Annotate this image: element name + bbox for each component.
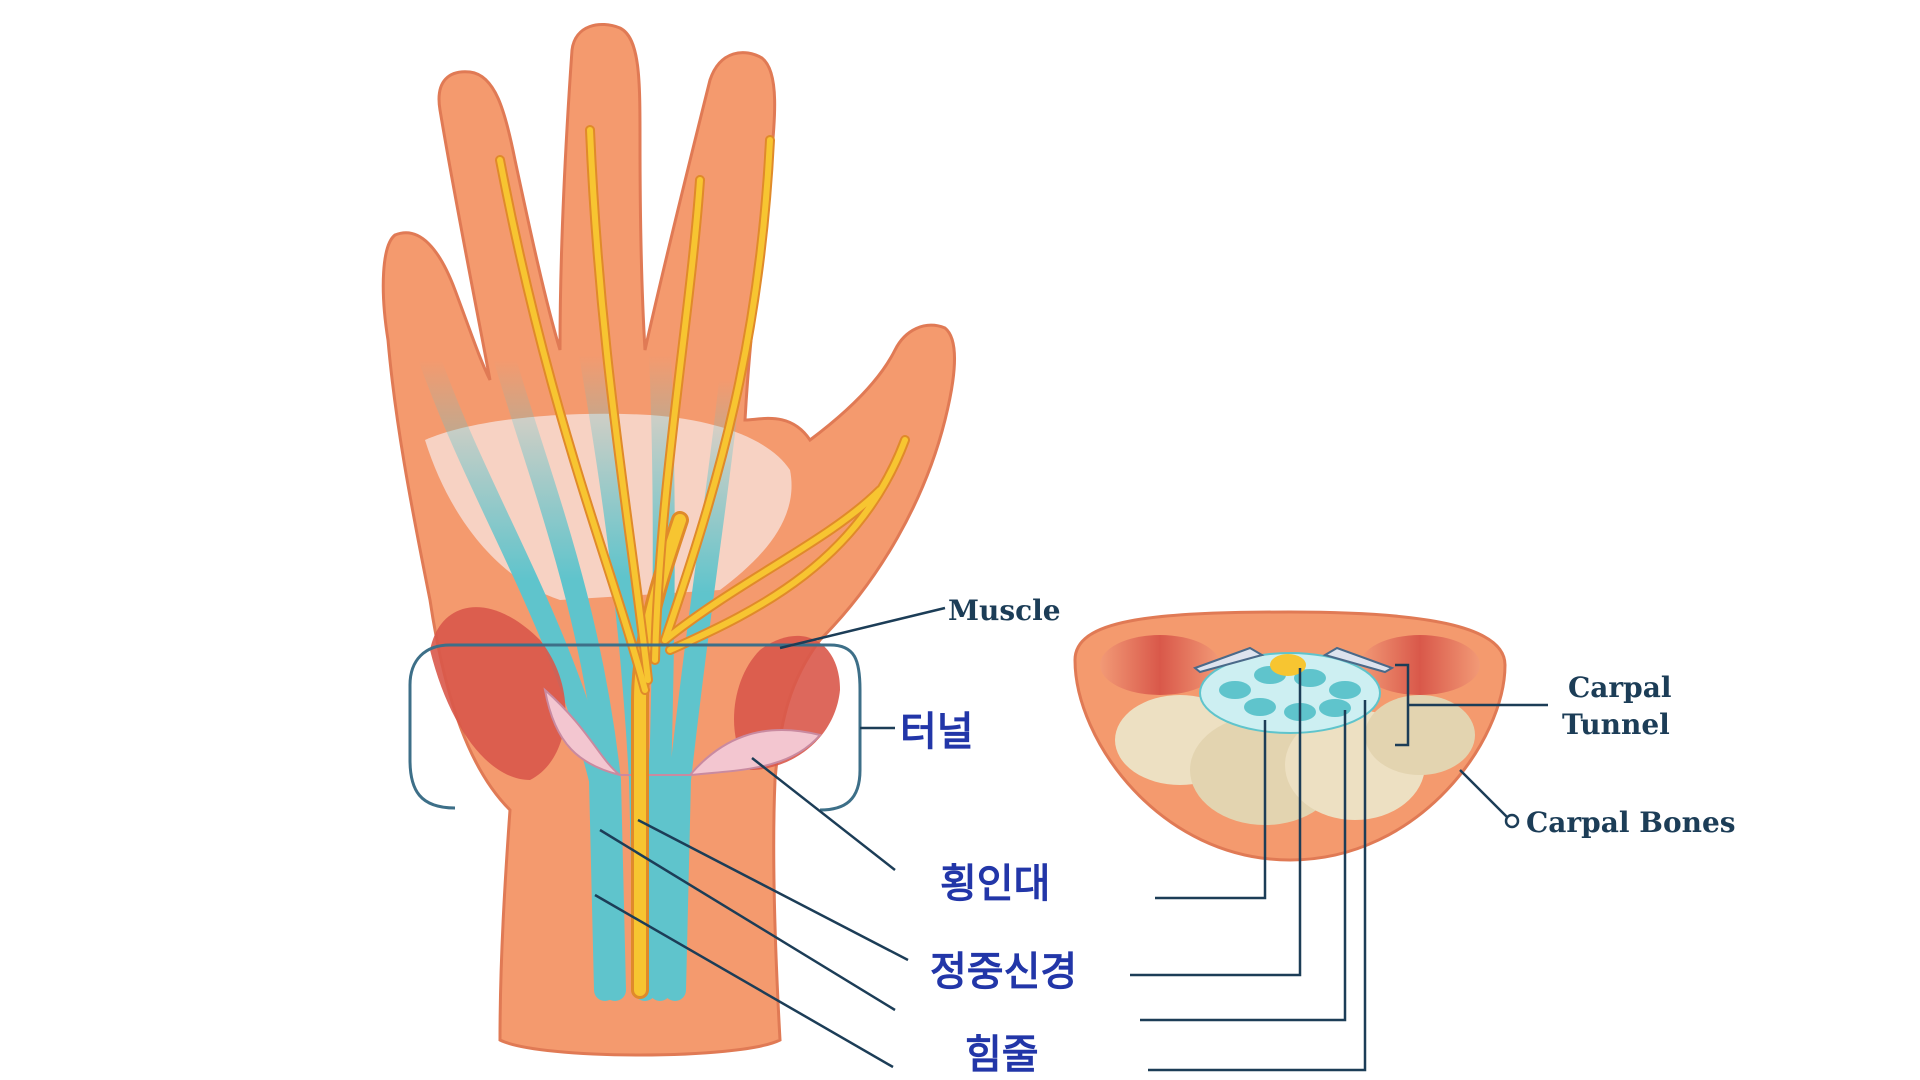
label-carpal-tunnel-line1: Carpal (1568, 671, 1672, 704)
label-transverse-ligament: 횡인대 (940, 861, 1050, 907)
tendon-cross-section (1329, 681, 1361, 699)
label-carpal-tunnel-line2: Tunnel (1562, 708, 1670, 741)
carpal-bone (1365, 695, 1475, 775)
tendon-cross-section (1219, 681, 1251, 699)
hand-illustration (383, 24, 954, 1055)
label-tendon: 힘줄 (965, 1032, 1039, 1078)
wrist-cross-section (1075, 612, 1505, 860)
label-tunnel: 터널 (900, 709, 974, 755)
label-carpal-bones: Carpal Bones (1526, 806, 1736, 839)
label-muscle: Muscle (948, 594, 1061, 627)
leader-dot (1506, 815, 1518, 827)
label-median-nerve: 정중신경 (930, 949, 1077, 995)
tendon-cross-section (1244, 698, 1276, 716)
tendon (660, 355, 664, 990)
